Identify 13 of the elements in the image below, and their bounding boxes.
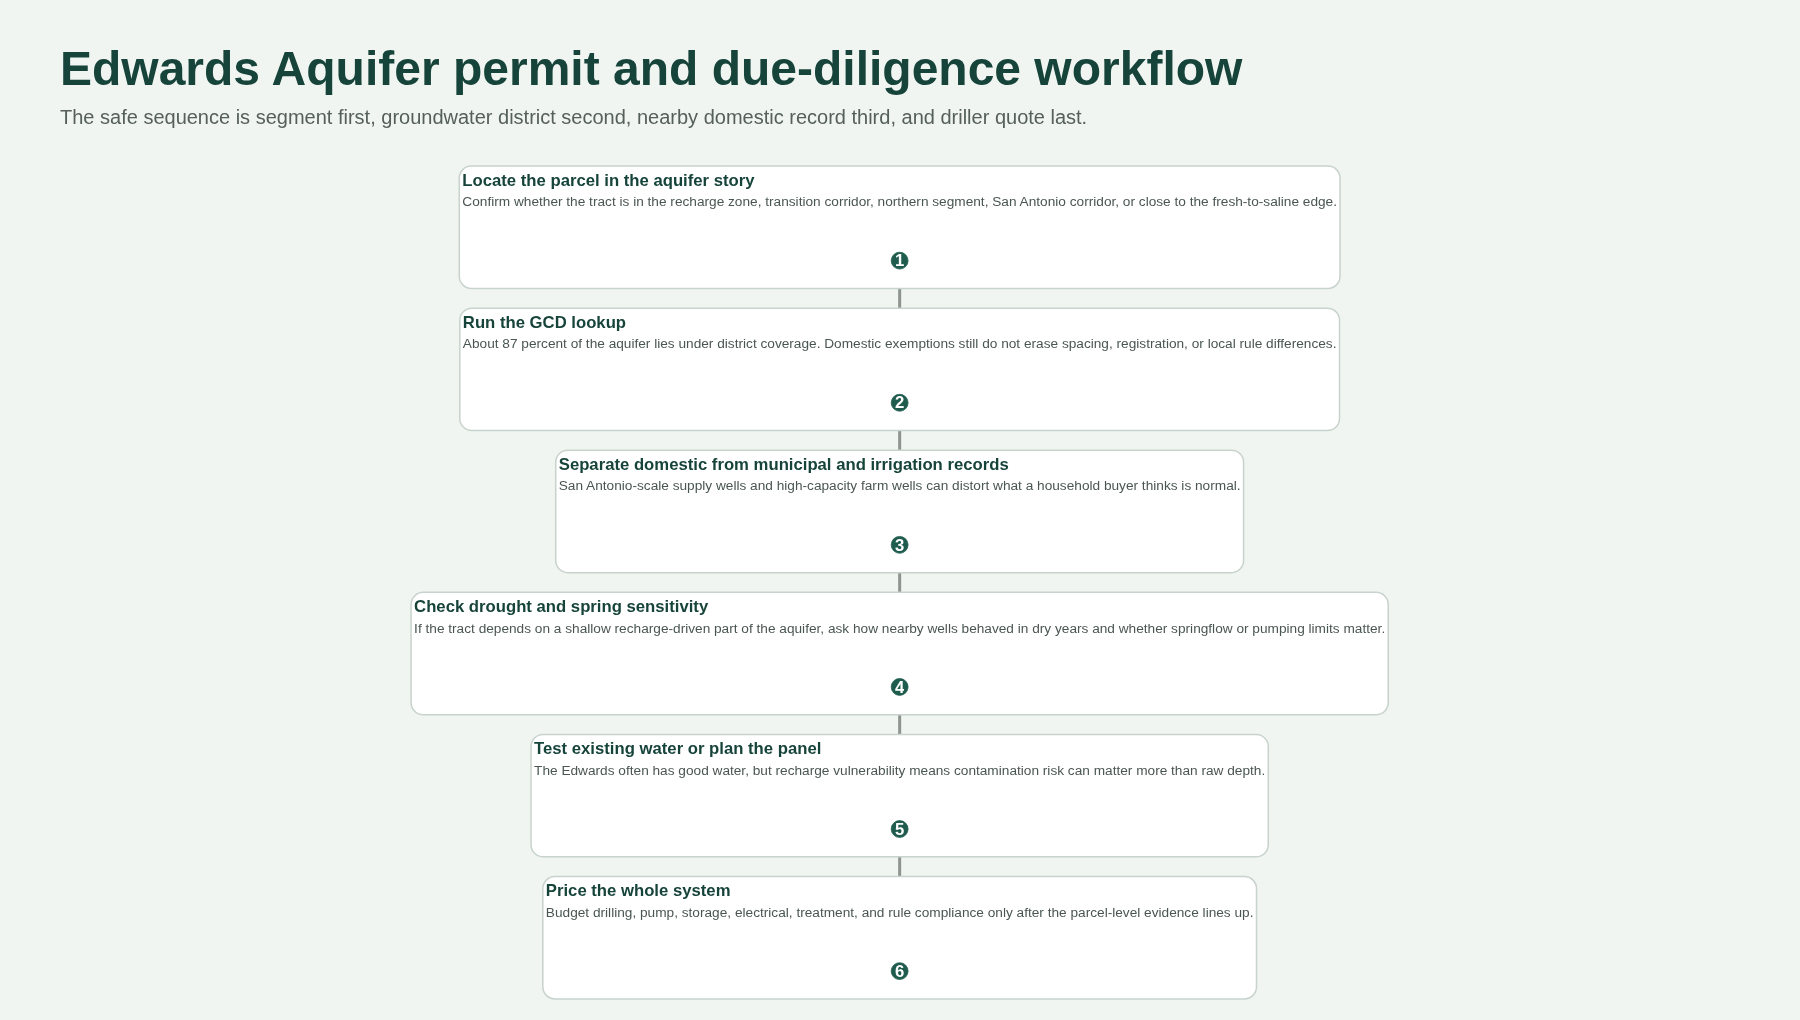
subtitle-text: The safe sequence is segment first, groundwater district second, nearby domestic record third, and driller quote last. bbox=[60, 105, 1088, 129]
connector bbox=[898, 288, 902, 309]
diagram-title: Edwards Aquifer permit and due-diligence workflow bbox=[60, 41, 1243, 97]
connector bbox=[898, 856, 902, 877]
node-circle: 6 bbox=[891, 962, 909, 980]
node-circle: 3 bbox=[891, 536, 909, 554]
node-circle: 4 bbox=[891, 678, 909, 696]
connector bbox=[898, 572, 902, 593]
node-circle: 5 bbox=[891, 820, 909, 838]
node-circle: 2 bbox=[891, 393, 909, 412]
connector bbox=[898, 430, 902, 451]
node-circle: 1 bbox=[891, 251, 909, 270]
connector bbox=[898, 714, 902, 735]
